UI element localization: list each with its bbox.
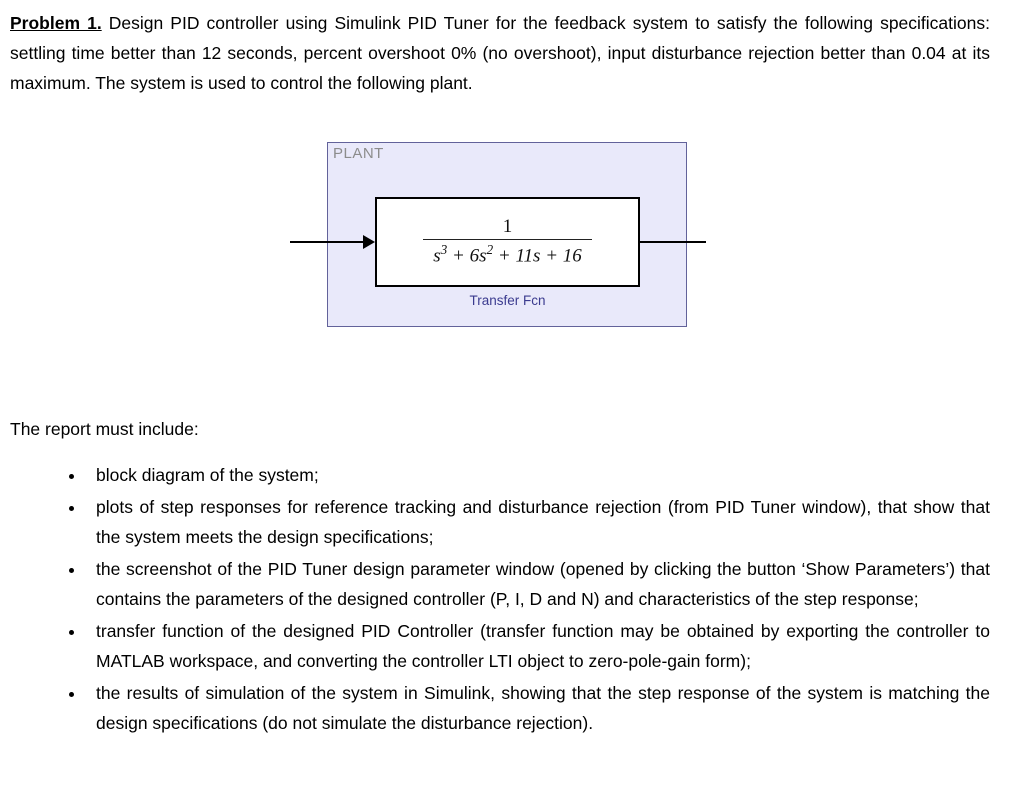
simulink-diagram: PLANT 1 s3 + 6s2 + 11s + 16 Transfer Fcn: [10, 142, 990, 374]
problem-statement: Problem 1. Design PID controller using S…: [10, 8, 990, 98]
report-requirements-list: block diagram of the system; plots of st…: [10, 460, 990, 738]
report-item: transfer function of the designed PID Co…: [86, 616, 990, 676]
transfer-function: 1 s3 + 6s2 + 11s + 16: [423, 216, 592, 267]
report-heading: The report must include:: [10, 419, 199, 439]
den-exponent: 3: [440, 242, 448, 258]
report-item: block diagram of the system;: [86, 460, 990, 490]
input-signal-line: [290, 241, 364, 243]
problem-statement-text: Design PID controller using Simulink PID…: [10, 13, 990, 93]
output-signal-line: [640, 241, 706, 243]
problem-number-label: Problem 1.: [10, 13, 102, 33]
transfer-function-numerator: 1: [502, 216, 513, 238]
transfer-fcn-block: 1 s3 + 6s2 + 11s + 16: [375, 197, 640, 287]
transfer-fcn-block-name: Transfer Fcn: [469, 293, 546, 308]
report-item: the results of simulation of the system …: [86, 678, 990, 738]
report-item: the screenshot of the PID Tuner design p…: [86, 554, 990, 614]
den-part: + 11s + 16: [493, 245, 582, 267]
plant-subsystem-label: PLANT: [333, 145, 384, 162]
den-exponent: 2: [486, 242, 494, 258]
input-arrow-icon: [363, 235, 375, 249]
transfer-function-denominator: s3 + 6s2 + 11s + 16: [423, 239, 592, 267]
report-item: plots of step responses for reference tr…: [86, 492, 990, 552]
den-part: s: [433, 245, 441, 267]
page: Problem 1. Design PID controller using S…: [0, 0, 1024, 738]
den-part: + 6s: [447, 245, 487, 267]
